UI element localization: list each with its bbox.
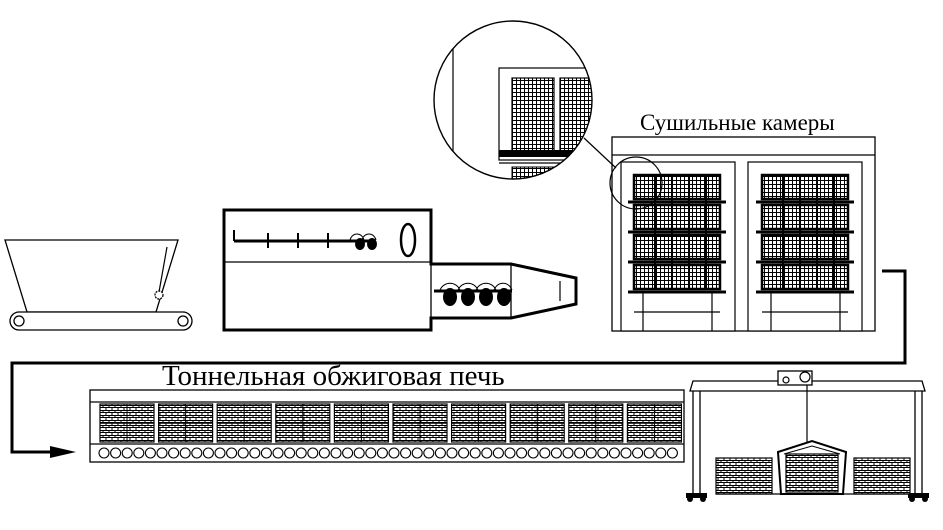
kiln-wheel — [655, 447, 667, 459]
kiln-car — [568, 403, 624, 443]
kiln-wheel — [632, 447, 644, 459]
kiln-car — [99, 403, 155, 443]
kiln-wheel — [260, 447, 272, 459]
kiln-wheel — [469, 447, 481, 459]
kiln-wheel — [110, 447, 122, 459]
kiln-wheel — [133, 447, 145, 459]
extruder — [222, 208, 578, 332]
hopper — [4, 239, 179, 313]
kiln-wheel — [608, 447, 620, 459]
kiln-wheel — [539, 447, 551, 459]
kiln-wheel — [458, 447, 470, 459]
kiln-wheel — [365, 447, 377, 459]
kiln-car — [509, 403, 565, 443]
kiln-wheel — [504, 447, 516, 459]
kiln-wheel — [492, 447, 504, 459]
flow-arrow-icon — [10, 269, 907, 458]
kiln-wheel — [318, 447, 330, 459]
kiln-car — [451, 403, 507, 443]
kiln-wheel — [284, 447, 296, 459]
tunnel-kiln — [89, 389, 685, 463]
kiln-wheel — [307, 447, 319, 459]
kiln-wheel — [597, 447, 609, 459]
kiln-wheel — [249, 447, 261, 459]
kiln-wheel — [516, 447, 528, 459]
kiln-car — [392, 403, 448, 443]
kiln-wheel — [202, 447, 214, 459]
drying-chambers-label: Сушильные камеры — [640, 110, 835, 135]
kiln-car — [216, 403, 272, 443]
kiln-wheel — [295, 447, 307, 459]
kiln-wheel — [214, 447, 226, 459]
kiln-wheel — [330, 447, 342, 459]
kiln-wheel — [388, 447, 400, 459]
kiln-wheel — [585, 447, 597, 459]
gear-icon — [154, 290, 164, 300]
kiln-wheel — [226, 447, 238, 459]
kiln-wheel — [168, 447, 180, 459]
kiln-wheel — [156, 447, 168, 459]
kiln-wheel — [342, 447, 354, 459]
kiln-wheel — [144, 447, 156, 459]
tunnel-kiln-label: Тоннельная обжиговая печь — [162, 360, 505, 392]
kiln-wheel — [400, 447, 412, 459]
kiln-wheel — [620, 447, 632, 459]
kiln-wheel — [423, 447, 435, 459]
kiln-wheel — [446, 447, 458, 459]
dryer-cart-icon — [756, 173, 854, 331]
kiln-wheel — [481, 447, 493, 459]
drying-chambers — [611, 136, 876, 332]
kiln-car — [333, 403, 389, 443]
kiln-wheel — [574, 447, 586, 459]
kiln-wheel — [434, 447, 446, 459]
overhead-crane-icon — [686, 370, 929, 502]
kiln-wheel — [272, 447, 284, 459]
kiln-wheel — [121, 447, 133, 459]
belt-conveyor — [9, 311, 193, 331]
kiln-wheel — [411, 447, 423, 459]
kiln-wheel — [179, 447, 191, 459]
dryer-cart-icon — [628, 173, 726, 331]
kiln-wheel — [562, 447, 574, 459]
kiln-wheel — [191, 447, 203, 459]
kiln-wheel — [666, 447, 678, 459]
kiln-wheel — [98, 447, 110, 459]
kiln-car — [158, 403, 214, 443]
kiln-wheel — [353, 447, 365, 459]
kiln-car — [275, 403, 331, 443]
kiln-wheel — [237, 447, 249, 459]
kiln-car — [626, 403, 683, 443]
kiln-wheel — [527, 447, 539, 459]
kiln-wheel — [376, 447, 388, 459]
kiln-wheel — [643, 447, 655, 459]
kiln-wheel — [550, 447, 562, 459]
